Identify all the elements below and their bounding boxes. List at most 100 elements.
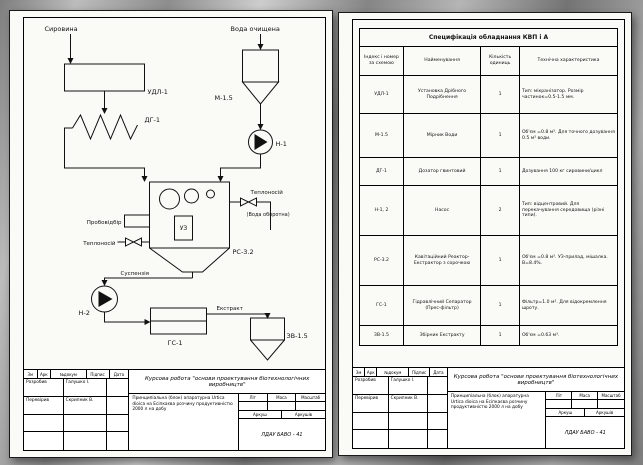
drawing-frame: Сировина УДЛ-1 ДГ-1 bbox=[23, 17, 326, 451]
process-flow-diagram: Сировина УДЛ-1 ДГ-1 bbox=[45, 25, 308, 361]
pump-n1: Н-1 bbox=[217, 129, 287, 182]
title-block-revision-table: Зм Арк №докум Підпис Дата Розробив Галуш… bbox=[353, 368, 448, 448]
col-data: Дата bbox=[113, 372, 125, 377]
cell-spec: Дозування 100 кг сировини/цикл bbox=[518, 157, 619, 186]
spec-header-row: Індекс і номер за схемою Найменування Кі… bbox=[359, 46, 619, 76]
cell-spec: Тип: відцентровий. Для перекачування сер… bbox=[518, 185, 619, 236]
cell-spec: Тип: мікранізатор. Розмір частинок=0.5-1… bbox=[518, 75, 619, 114]
arrow-down-icon bbox=[217, 176, 224, 182]
row-developer: Розробив Галушко І. bbox=[24, 379, 129, 397]
masa-label: Маса bbox=[572, 392, 599, 399]
cell-qty: 1 bbox=[480, 285, 520, 326]
role-date bbox=[428, 395, 447, 412]
project-description: Принципіальна (блок) апаратурна Urtica d… bbox=[129, 394, 239, 450]
cell-qty: 2 bbox=[480, 185, 520, 236]
row-empty bbox=[24, 414, 129, 433]
n2-label: Н-2 bbox=[79, 309, 90, 317]
values-row bbox=[238, 402, 325, 411]
role-label: Розробив bbox=[353, 377, 389, 394]
zv15-label: ЗВ-1.5 bbox=[287, 332, 308, 340]
arrow-down-icon bbox=[141, 176, 148, 182]
sheet-count-row: Аркуш Аркушів bbox=[546, 409, 624, 417]
header-qty: Кількість одиниць bbox=[480, 46, 520, 76]
masa-label: Маса bbox=[268, 394, 297, 401]
cell-name: Насос bbox=[402, 185, 482, 236]
arkush-label: Аркуш bbox=[239, 411, 282, 418]
lit-masa-masshtab-row: Літ Маса Масштаб bbox=[238, 394, 325, 402]
water-line: Вода очищена bbox=[231, 25, 280, 50]
header-spec: Технічна характеристика bbox=[518, 46, 619, 76]
col-pidpys: Підпис bbox=[87, 370, 110, 378]
cell-index: ГС-1 bbox=[359, 285, 404, 326]
lit-masa-masshtab-row: Літ Маса Масштаб bbox=[546, 392, 624, 400]
title-block-grid: Літ Маса Масштаб Аркуш Аркушів ЛДАУ БАВО… bbox=[238, 394, 325, 450]
dg1-label: ДГ-1 bbox=[145, 116, 161, 124]
suspension-label: Суспензія bbox=[121, 271, 149, 277]
revision-header-row: Зм Арк №докум Підпис Дата bbox=[353, 368, 447, 377]
arrow-down-icon bbox=[67, 58, 74, 64]
return-water-label: (Вода оборотна) bbox=[247, 212, 290, 218]
header-index: Індекс і номер за схемою bbox=[359, 46, 404, 76]
valve-icon bbox=[240, 197, 250, 207]
role-date bbox=[107, 379, 128, 396]
grinder-unit-udl1: УДЛ-1 bbox=[64, 63, 168, 96]
cell-name: Кавітаційний Реактор-Екстрактор з сорочк… bbox=[402, 235, 482, 286]
cell-qty: 1 bbox=[480, 235, 520, 286]
row-checker: Перевірив Скрипник В. bbox=[24, 396, 129, 415]
title-block: Зм Арк №докум Підпис Дата Розробив Галуш… bbox=[23, 369, 326, 451]
course-title: Курсова робота "основи проектування біот… bbox=[447, 368, 624, 392]
cell-spec: Об'єм =0.8 м³. УЗ-прилад, мішалка. В=8.4… bbox=[518, 235, 619, 286]
arrow-right-icon bbox=[144, 319, 151, 325]
arrow-down-icon bbox=[257, 44, 264, 50]
row-empty bbox=[353, 430, 447, 448]
rs32-label: РС-3.2 bbox=[233, 248, 254, 256]
spec-row: УДЛ-1 Установка Дрібного Подрібнення 1 Т… bbox=[359, 75, 619, 114]
valve-icon bbox=[132, 237, 142, 247]
title-block-lower: Принципіальна (блок) апаратурна Urtica d… bbox=[129, 394, 325, 450]
col-ark: Арк bbox=[365, 368, 378, 376]
header-name: Найменування bbox=[402, 46, 482, 76]
reactor-rs32: УЗ РС-3.2 bbox=[149, 181, 254, 278]
spec-row: ЗВ-1.5 Збірник Екстракту 1 Об'єм =0.63 м… bbox=[359, 325, 619, 346]
cell-spec: Об'єм =0.63 м³. bbox=[518, 325, 619, 346]
extract-collector-zv15: ЗВ-1.5 bbox=[250, 317, 308, 361]
lit-label: Літ bbox=[239, 394, 268, 401]
role-date bbox=[107, 397, 128, 414]
valve-icon bbox=[125, 237, 135, 247]
spec-table-title: Специфікація обладнання КВП і А bbox=[359, 28, 618, 47]
col-zm: Зм bbox=[24, 370, 38, 378]
cell-name: Гідравлічний Сепаратор (Прес-фільтр) bbox=[402, 285, 482, 326]
valve-icon bbox=[247, 197, 257, 207]
spec-title-row: Специфікація обладнання КВП і А bbox=[359, 28, 618, 47]
arrow-down-icon bbox=[264, 313, 271, 319]
n1-label: Н-1 bbox=[276, 140, 287, 148]
pump-triangle-icon bbox=[254, 134, 268, 150]
suspension-line: Суспензія bbox=[101, 271, 193, 286]
arkush-label: Аркуш bbox=[546, 409, 586, 416]
udl1-label: УДЛ-1 bbox=[148, 88, 168, 96]
title-block-revision-table: Зм Арк №докум Підпис Дата Розробив Галуш… bbox=[24, 370, 130, 450]
row-checker: Перевірив Скрипник В. bbox=[353, 394, 447, 413]
pump-triangle-icon bbox=[98, 291, 113, 307]
arrow-down-icon bbox=[257, 124, 264, 130]
cell-index: Н-1, 2 bbox=[359, 185, 404, 236]
title-block-main: Курсова робота "основи проектування біот… bbox=[447, 368, 624, 448]
coolant-valve-right: Теплоносій (Вода оборотна) bbox=[229, 189, 290, 230]
cell-spec: Фільтр=1.0 м². Для відокремлення шроту. bbox=[518, 285, 619, 326]
row-developer: Розробив Галушко І. bbox=[353, 377, 447, 395]
gs1-label: ГС-1 bbox=[168, 339, 183, 347]
col-dokum: №докум bbox=[51, 370, 87, 378]
role-name: Скрипник В. bbox=[389, 394, 429, 412]
organization-label: ЛДАУ БАВО - 41 bbox=[261, 431, 303, 438]
organization-label: ЛДАУ БАВО - 41 bbox=[564, 429, 606, 436]
spec-row: М-1.5 Мірник Води 1 Об'єм =0.8 м³. Для т… bbox=[359, 113, 619, 158]
arrow-down-icon bbox=[101, 108, 108, 114]
spec-row: Н-1, 2 Насос 2 Тип: відцентровий. Для пе… bbox=[359, 185, 619, 236]
project-description: Принципіальна (блок) апаратурна Urtica d… bbox=[448, 392, 547, 448]
role-label: Перевірив bbox=[353, 394, 389, 412]
m15-label: М-1.5 bbox=[215, 94, 233, 102]
cell-name: Мірник Води bbox=[402, 113, 482, 158]
cell-index: РС-3.2 bbox=[359, 235, 404, 286]
course-title: Курсова робота "основи проектування біот… bbox=[129, 370, 325, 394]
drawing-sheet-specification: Специфікація обладнання КВП і А Індекс і… bbox=[338, 12, 632, 456]
